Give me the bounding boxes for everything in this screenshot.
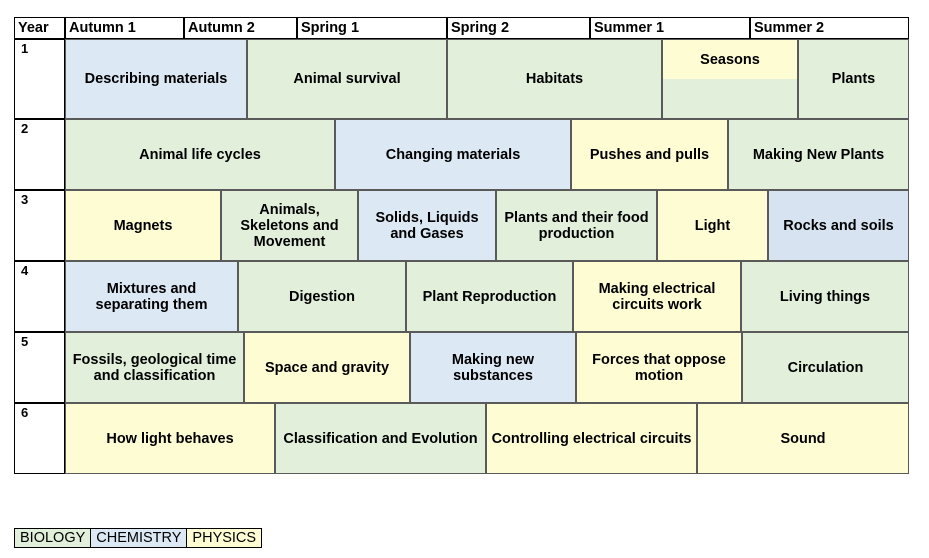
topic-cell: Magnets [65,190,221,261]
topic-cell: Living things [741,261,909,332]
topic-cell: Space and gravity [244,332,410,403]
topic-cell: Seasons [662,39,798,79]
topic-cell: Classification and Evolution [275,403,486,474]
term-header-summer-1: Summer 1 [590,17,750,39]
topic-cell: Controlling electrical circuits [486,403,697,474]
topic-cell: Describing materials [65,39,247,119]
year-label-1: 1 [14,39,65,119]
topic-cell: Digestion [238,261,406,332]
year-label-5: 5 [14,332,65,403]
topic-cell: Animal life cycles [65,119,335,190]
term-header-spring-2: Spring 2 [447,17,590,39]
topic-cell: Changing materials [335,119,571,190]
subject-legend: BIOLOGY CHEMISTRY PHYSICS [14,528,263,548]
topic-cell: Mixtures and separating them [65,261,238,332]
topic-cell: Sound [697,403,909,474]
year-label-4: 4 [14,261,65,332]
topic-cell: Plants [798,39,909,119]
topic-cell: Light [657,190,768,261]
topic-cell: Fossils, geological time and classificat… [65,332,244,403]
topic-cell: How light behaves [65,403,275,474]
year-column-header: Year [14,17,65,39]
topic-cell: Animals, Skeletons and Movement [221,190,358,261]
year-label-6: 6 [14,403,65,474]
seasons-biology-band [662,79,798,119]
topic-cell: Making electrical circuits work [573,261,741,332]
topic-cell: Pushes and pulls [571,119,728,190]
topic-cell: Habitats [447,39,662,119]
topic-cell: Solids, Liquids and Gases [358,190,496,261]
year-label-3: 3 [14,190,65,261]
term-header-summer-2: Summer 2 [750,17,909,39]
topic-cell: Plants and their food production [496,190,657,261]
year-label-2: 2 [14,119,65,190]
legend-biology: BIOLOGY [15,529,92,547]
topic-cell: Plant Reproduction [406,261,573,332]
topic-cell: Circulation [742,332,909,403]
legend-chemistry: CHEMISTRY [91,529,188,547]
topic-cell: Making new substances [410,332,576,403]
term-header-autumn-1: Autumn 1 [65,17,184,39]
topic-cell: Forces that oppose motion [576,332,742,403]
term-header-autumn-2: Autumn 2 [184,17,297,39]
topic-cell: Rocks and soils [768,190,909,261]
legend-physics: PHYSICS [187,529,262,547]
term-header-spring-1: Spring 1 [297,17,447,39]
topic-cell: Animal survival [247,39,447,119]
topic-cell: Making New Plants [728,119,909,190]
